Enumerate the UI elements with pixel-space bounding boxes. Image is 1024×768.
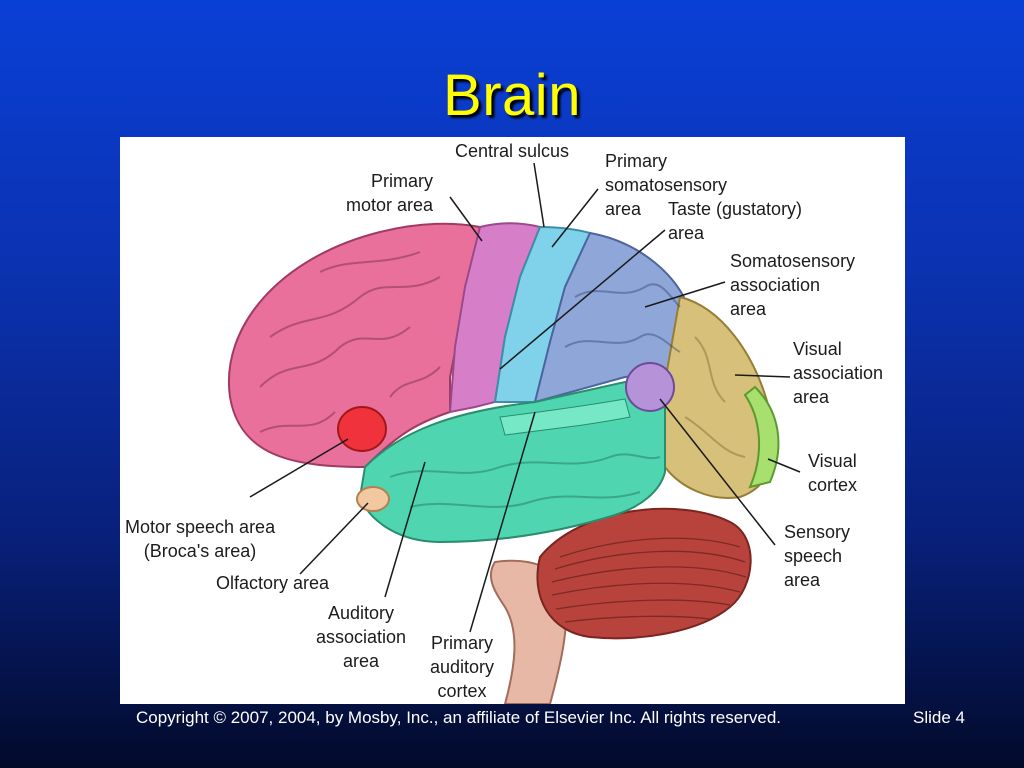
leader-primary-somatosensory [551,188,599,248]
label-visual-association-area: Visual association area [793,339,884,407]
leader-sensory-speech [659,398,776,546]
label-sensory-speech-area: Sensory speech area [784,522,851,590]
leader-olfactory [299,502,369,575]
leader-taste [499,229,666,370]
leader-somatosensory-association [644,281,726,308]
slide-title: Brain [443,63,581,128]
leader-central-sulcus [533,162,545,228]
copyright-footer: Copyright © 2007, 2004, by Mosby, Inc., … [136,708,781,727]
brain-illustration [227,162,801,704]
label-somatosensory-association-area: Somatosensory association area [730,251,856,319]
label-primary-motor-area: Primary motor area [346,171,434,215]
broca-area [337,406,387,452]
label-olfactory-area: Olfactory area [216,573,330,593]
label-motor-speech-area: Motor speech area (Broca's area) [125,517,276,561]
label-taste-area: Taste (gustatory) area [668,199,803,243]
slide-number: Slide 4 [913,708,965,727]
leader-visual-cortex [767,458,801,473]
primary-auditory-cortex [499,398,631,436]
brain-figure: Central sulcus Primary motor area Primar… [120,137,905,704]
sensory-speech-area [625,362,675,412]
primary-somatosensory-area [493,225,592,403]
frontal-lobe [227,222,482,469]
label-central-sulcus: Central sulcus [455,141,570,161]
olfactory-area [356,486,390,512]
leader-primary-motor [449,196,483,242]
cerebellum [536,507,752,640]
leader-visual-association [734,374,791,378]
label-primary-auditory-cortex: Primary auditory cortex [430,633,495,701]
leader-auditory-association [384,461,426,598]
leader-primary-auditory [469,411,536,633]
label-primary-somatosensory-area: Primary somatosensory area [605,151,728,219]
leader-motor-speech [249,438,349,498]
label-visual-cortex: Visual cortex [808,451,858,495]
label-auditory-association-area: Auditory association area [316,603,407,671]
visual-cortex [743,385,780,489]
